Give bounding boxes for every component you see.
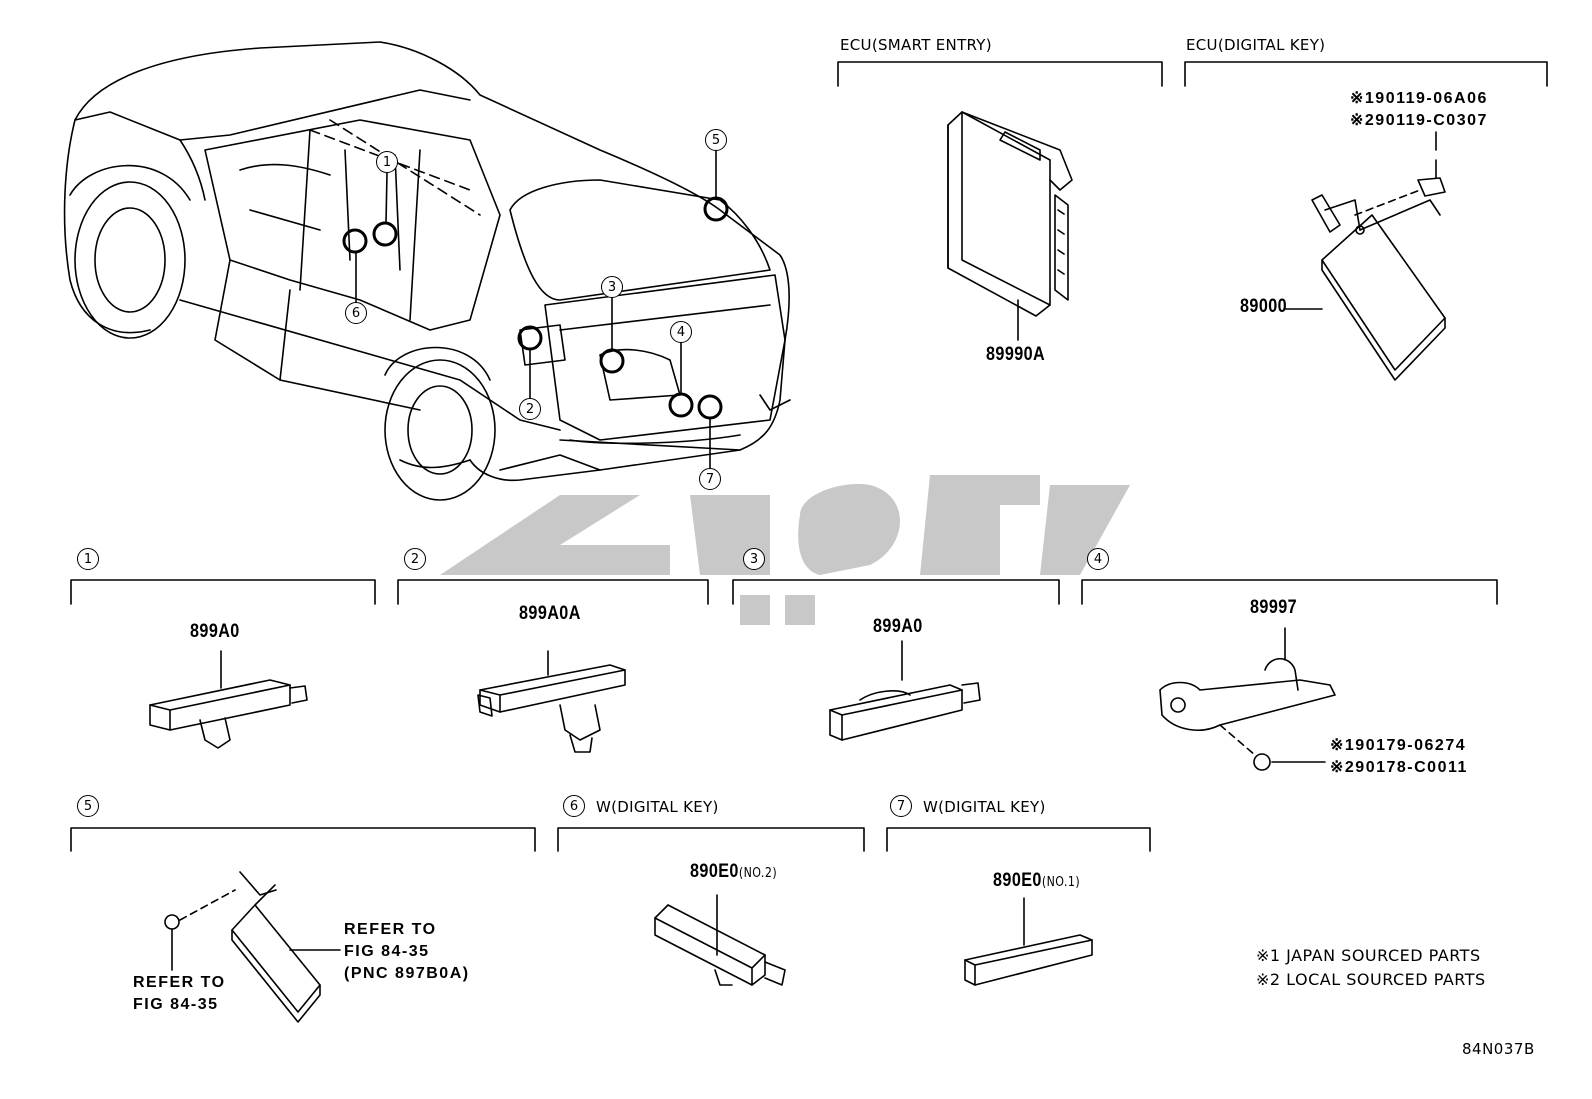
vehicle-callout-1[interactable]: 1 <box>376 151 398 173</box>
antenna-899a0-3-drawing <box>829 640 981 741</box>
vehicle-callout-7[interactable]: 7 <box>699 468 721 490</box>
qualifier-no1: (NO.1) <box>1041 875 1081 890</box>
bracket-g7 <box>886 827 1151 852</box>
smart-entry-title: ECU(SMART ENTRY) <box>840 36 992 54</box>
group-marker-4: 4 <box>1087 548 1109 570</box>
bracket-g5 <box>70 827 536 852</box>
part-number-899a0-3[interactable]: 899A0 <box>873 616 923 637</box>
group-marker-6: 6 <box>563 795 585 817</box>
fastener-note-2: ※290119-C0307 <box>1350 112 1488 129</box>
antenna-899a0-1-drawing <box>149 650 308 749</box>
vehicle-callout-5[interactable]: 5 <box>705 129 727 151</box>
figure-code: 84N037B <box>1462 1040 1535 1058</box>
refer-note-line1: REFER TO <box>344 921 437 938</box>
legend-japan-sourced: ※1 JAPAN SOURCED PARTS <box>1256 946 1481 965</box>
part-number-899a0-1[interactable]: 899A0 <box>190 621 240 642</box>
bracket-g6 <box>557 827 865 852</box>
g4-fastener-note-2: ※290178-C0011 <box>1330 759 1468 776</box>
vehicle-callout-2[interactable]: 2 <box>519 398 541 420</box>
bracket-g2 <box>397 579 709 605</box>
legend-local-sourced: ※2 LOCAL SOURCED PARTS <box>1256 970 1486 989</box>
antenna-890e0-no2-drawing <box>654 894 786 986</box>
group-marker-5: 5 <box>77 795 99 817</box>
ecu-digital-key-drawing <box>1283 159 1446 381</box>
qualifier-no2: (NO.2) <box>738 866 778 881</box>
part-number-89997[interactable]: 89997 <box>1250 597 1298 618</box>
bracket-g1 <box>70 579 376 605</box>
g6-label: W(DIGITAL KEY) <box>596 798 719 816</box>
part-number-899a0a[interactable]: 899A0A <box>519 603 581 624</box>
part-number-890e0-no2[interactable]: 890E0(NO.2) <box>690 861 778 882</box>
vehicle-callout-4[interactable]: 4 <box>670 321 692 343</box>
bracket-g3 <box>732 579 1060 605</box>
group-marker-7: 7 <box>890 795 912 817</box>
bracket-g4 <box>1081 579 1498 605</box>
refer-note-line3: (PNC 897B0A) <box>344 965 470 982</box>
group-marker-3: 3 <box>743 548 765 570</box>
vehicle-callout-3[interactable]: 3 <box>601 276 623 298</box>
ecu-smart-entry-drawing <box>947 111 1073 341</box>
refer-note-line2: FIG 84-35 <box>344 943 430 960</box>
bracket-digital-key <box>1184 61 1548 87</box>
fastener-note-1: ※190119-06A06 <box>1350 90 1488 107</box>
part-number-89000[interactable]: 89000 <box>1240 296 1288 317</box>
part-number-89990a[interactable]: 89990A <box>986 344 1046 365</box>
refer-note-2-line1: REFER TO <box>133 974 226 991</box>
antenna-890e0-no1-drawing <box>964 897 1093 986</box>
group-marker-1: 1 <box>77 548 99 570</box>
vehicle-illustration <box>63 41 791 501</box>
antenna-899a0a-drawing <box>477 650 626 753</box>
g7-label: W(DIGITAL KEY) <box>923 798 1046 816</box>
antenna-5-drawing <box>164 871 341 1023</box>
vehicle-callout-6[interactable]: 6 <box>345 302 367 324</box>
antenna-89997-drawing <box>1159 627 1336 771</box>
group-marker-2: 2 <box>404 548 426 570</box>
refer-note-2-line2: FIG 84-35 <box>133 996 219 1013</box>
g4-fastener-note-1: ※190179-06274 <box>1330 737 1467 754</box>
part-number-890e0-no1[interactable]: 890E0(NO.1) <box>993 870 1081 891</box>
bracket-smart-entry <box>837 61 1163 87</box>
digital-key-title: ECU(DIGITAL KEY) <box>1186 36 1326 54</box>
